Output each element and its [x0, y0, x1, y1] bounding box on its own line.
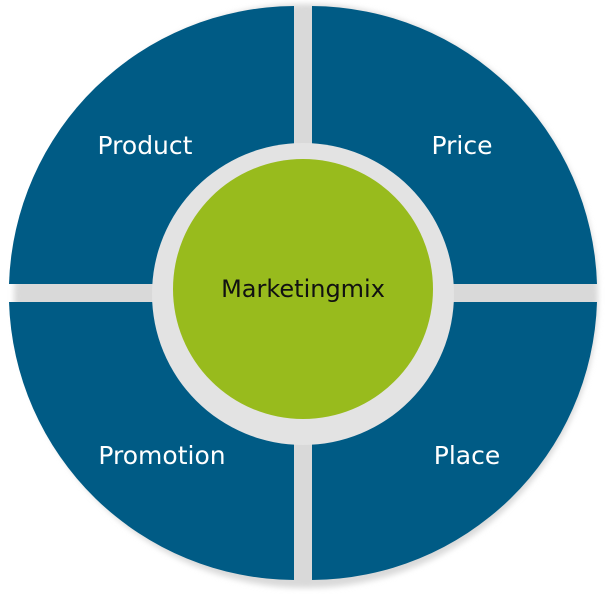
quadrant-label-product: Product [98, 131, 193, 160]
quadrant-label-promotion: Promotion [98, 441, 225, 470]
quadrant-label-price: Price [432, 131, 493, 160]
quadrant-label-place: Place [434, 441, 500, 470]
center-label: Marketingmix [221, 275, 385, 303]
center-hub [173, 159, 433, 419]
